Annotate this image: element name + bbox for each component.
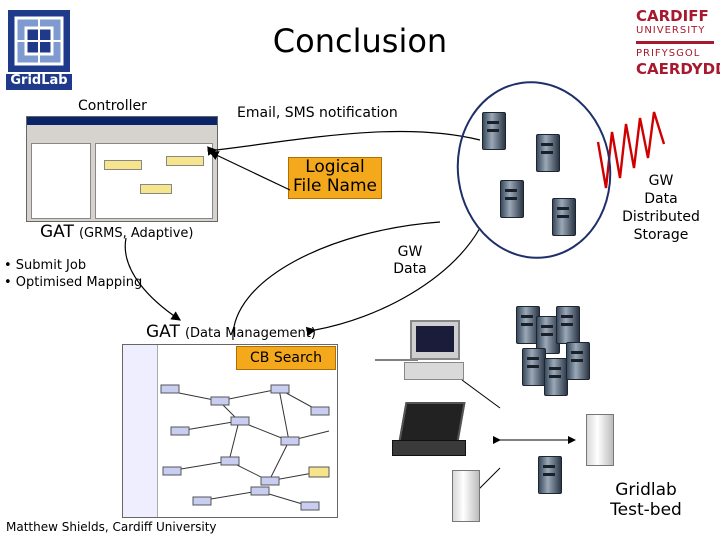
server-icon [556,306,580,344]
testbed-line-1: Gridlab [615,480,677,500]
gw-distributed-line-2: Data [644,191,678,207]
gw-distributed-line-1: GW [648,173,674,189]
server-icon [536,134,560,172]
laptop-keyboard [392,440,466,456]
desktop-base [404,362,464,380]
server-icon [538,456,562,494]
desktop-link-2 [461,379,501,409]
server-icon [522,348,546,386]
gat-data-management-label: GAT (Data Management) [146,322,316,342]
controller-node [140,184,172,194]
gw-data-label: GW Data [385,244,435,278]
gat-grms-label-detail: (GRMS, Adaptive) [78,226,194,241]
gridlab-logo-text: GridLab [10,73,68,88]
logical-file-name-box: Logical File Name [288,157,382,199]
cb-search-graph [160,384,330,511]
controller-screenshot [26,116,218,222]
gat-grms-label: GAT (GRMS, Adaptive) [40,222,194,242]
gat-dm-label-detail: (Data Management) [184,326,316,341]
controller-titlebar [27,117,217,125]
tower-computer-icon [586,414,614,466]
desktop-screen [416,326,454,352]
gridlab-logo-graphic [6,10,72,90]
testbed-line-2: Test-bed [610,500,682,520]
logical-file-name-line-1: Logical [305,157,365,177]
gridlab-testbed-label: Gridlab Test-bed [594,480,698,520]
server-icon [482,112,506,150]
gw-data-line-2: Data [393,261,427,277]
email-arrow [207,130,481,156]
controller-tree-panel [31,143,91,219]
gw-distributed-storage-label: GW Data Distributed Storage [614,172,708,244]
cardiff-logo-line-3: PRIFYSGOL [636,48,701,59]
gat-grms-label-main: GAT [40,222,74,242]
cardiff-logo-line-2: UNIVERSITY [636,25,706,36]
laptop-screen [398,402,466,442]
gw-distributed-line-3: Distributed [622,209,700,225]
controller-node [104,160,142,170]
cardiff-logo-divider [636,41,714,44]
gat-dm-label-main: GAT [146,322,180,342]
server-icon [544,358,568,396]
controller-canvas [95,143,213,219]
cardiff-logo-line-1: CARDIFF [636,7,709,25]
email-sms-label: Email, SMS notification [237,105,398,121]
cb-search-tree-panel [123,345,158,517]
server-icon [500,180,524,218]
gw-distributed-line-4: Storage [633,227,689,243]
gw-data-line-1: GW [397,244,423,260]
cb-search-box: CB Search [236,346,336,370]
bullet-optimised-mapping: • Optimised Mapping [4,275,143,290]
server-icon [566,342,590,380]
controller-label: Controller [78,98,147,114]
gw-data-line [232,221,441,341]
data-management-arrow [305,227,481,337]
desktop-monitor [410,320,460,360]
cardiff-logo: CARDIFF UNIVERSITY PRIFYSGOL CAERDYDD [636,7,720,88]
tower-computer-icon [452,470,480,522]
tower-link [477,467,501,491]
controller-bullets: • Submit Job • Optimised Mapping [4,257,142,291]
footer-author: Matthew Shields, Cardiff University [6,520,217,534]
cb-search-screenshot [122,344,338,518]
desktop-computer-icon [404,320,464,382]
slide-title: Conclusion [272,22,448,60]
gridlab-logo: GridLab [6,8,72,90]
controller-node [166,156,204,166]
logical-file-arrow [208,151,291,191]
distributed-storage-ellipse [456,81,612,259]
laptop-icon [392,402,472,458]
bullet-submit-job: • Submit Job [4,258,87,273]
logical-file-name-line-2: File Name [292,176,377,196]
server-icon [552,198,576,236]
submit-job-arrow [124,237,181,321]
cardiff-logo-line-4: CAERDYDD [636,60,720,78]
